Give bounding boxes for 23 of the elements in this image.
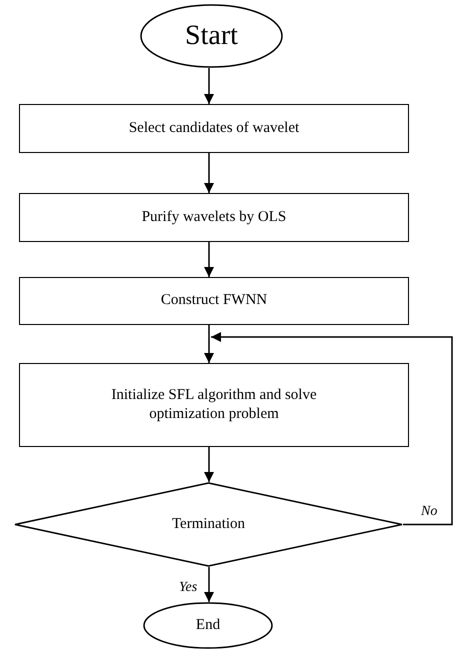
node-text: End [194, 616, 222, 635]
edge-label: No [421, 504, 438, 518]
arrow [204, 68, 214, 104]
edge-label: Yes [179, 581, 198, 595]
node-text: Start [184, 18, 239, 53]
decision-diamond [14, 482, 403, 567]
process-box [19, 104, 409, 153]
node-text: Select candidates of wavelet [128, 118, 300, 138]
process-box [19, 363, 409, 447]
arrow [211, 332, 453, 526]
arrow [204, 242, 214, 277]
process-box [19, 277, 409, 325]
node-text: Initialize SFL algorithm and solve optimization problem [110, 386, 318, 424]
process-box [19, 193, 409, 242]
node-text: Purify wavelets by OLS [140, 208, 288, 227]
arrow [204, 153, 214, 193]
node-text: Construct FWNN [160, 291, 268, 310]
node-text: Termination [170, 514, 246, 534]
terminal-ellipse [140, 4, 283, 68]
arrow [204, 567, 214, 602]
terminal-ellipse [143, 602, 273, 649]
arrow [204, 325, 214, 363]
arrow [204, 447, 214, 482]
